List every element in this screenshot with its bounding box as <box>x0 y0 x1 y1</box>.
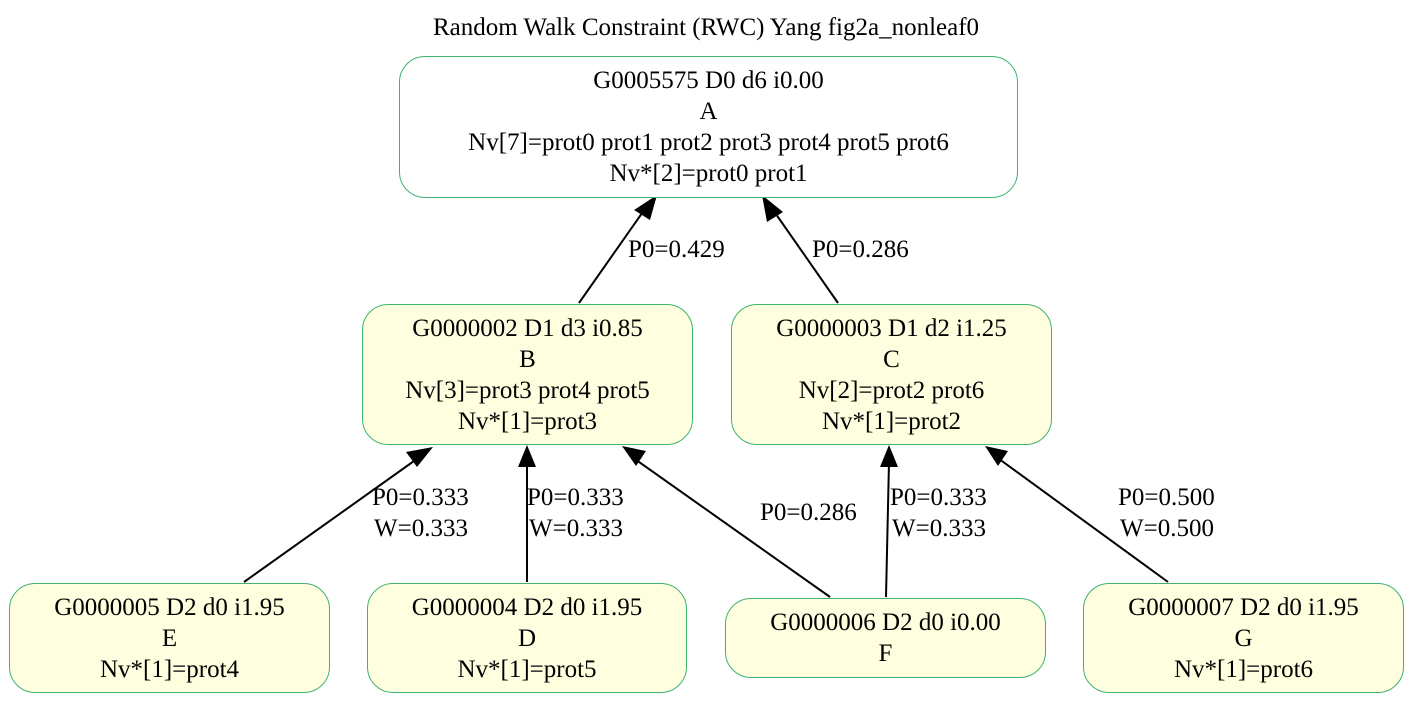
node-e-label: E <box>161 624 178 652</box>
arrowhead-f-to-c <box>880 445 898 467</box>
edge-g-c-p0-label: P0=0.500 <box>1118 484 1215 511</box>
node-c-id: G0000003 D1 d2 i1.25 <box>776 314 1007 342</box>
node-f[interactable]: G0000006 D2 d0 i0.00 F <box>725 598 1046 678</box>
edge-f-c-w-label: W=0.333 <box>892 515 986 542</box>
diagram-title: Random Walk Constraint (RWC) Yang fig2a_… <box>432 14 980 41</box>
node-d[interactable]: G0000004 D2 d0 i1.95 D Nv*[1]=prot5 <box>367 583 687 693</box>
edge-e-b-p0-label: P0=0.333 <box>372 484 469 511</box>
node-c[interactable]: G0000003 D1 d2 i1.25 C Nv[2]=prot2 prot6… <box>731 304 1052 445</box>
arrowhead-e-to-b <box>406 447 433 467</box>
node-b-nv: Nv[3]=prot3 prot4 prot5 <box>405 376 650 404</box>
node-a-id: G0005575 D0 d6 i0.00 <box>593 67 824 94</box>
edge-e-b-w-label: W=0.333 <box>374 515 468 542</box>
edge-b-to-a <box>578 205 648 304</box>
node-g[interactable]: G0000007 D2 d0 i1.95 G Nv*[1]=prot6 <box>1083 583 1404 693</box>
arrowhead-b-to-a <box>634 195 657 220</box>
arrowhead-d-to-b <box>518 445 536 467</box>
edge-f-to-c <box>885 461 890 598</box>
node-f-label: F <box>878 640 893 667</box>
edge-b-a-p0-label: P0=0.429 <box>628 236 725 263</box>
node-a-nv-star: Nv*[2]=prot0 prot1 <box>609 160 808 187</box>
edge-f-c-p0-label: P0=0.333 <box>890 484 987 511</box>
edge-g-c-w-label: W=0.500 <box>1120 515 1214 542</box>
node-e[interactable]: G0000005 D2 d0 i1.95 E Nv*[1]=prot4 <box>9 583 330 693</box>
node-d-id: G0000004 D2 d0 i1.95 <box>411 593 643 621</box>
node-c-nv-star: Nv*[1]=prot2 <box>821 407 962 435</box>
edge-g-to-c <box>994 455 1169 583</box>
arrowhead-g-to-c <box>985 446 1008 466</box>
node-b-id: G0000002 D1 d3 i0.85 <box>412 314 643 342</box>
node-b-nv-star: Nv*[1]=prot3 <box>457 407 598 435</box>
node-d-label: D <box>517 624 537 652</box>
arrowhead-f-to-b <box>622 446 646 466</box>
node-e-nv-star: Nv*[1]=prot4 <box>99 655 240 683</box>
node-a-label: A <box>699 98 718 125</box>
node-f-id: G0000006 D2 d0 i0.00 <box>770 609 1001 636</box>
node-b-label: B <box>519 345 536 373</box>
edge-e-to-b <box>243 455 422 583</box>
node-g-nv-star: Nv*[1]=prot6 <box>1173 655 1314 683</box>
node-g-label: G <box>1234 624 1253 652</box>
node-c-label: C <box>883 345 900 373</box>
edge-c-to-a <box>770 206 839 304</box>
node-a-nv: Nv[7]=prot0 prot1 prot2 prot3 prot4 prot… <box>468 129 949 156</box>
edge-d-b-w-label: W=0.333 <box>529 515 623 542</box>
arrowhead-c-to-a <box>762 195 783 222</box>
node-c-nv: Nv[2]=prot2 prot6 <box>798 376 985 404</box>
node-b[interactable]: G0000002 D1 d3 i0.85 B Nv[3]=prot3 prot4… <box>362 304 693 445</box>
edge-c-a-p0-label: P0=0.286 <box>812 236 909 263</box>
node-d-nv-star: Nv*[1]=prot5 <box>457 655 597 683</box>
node-a[interactable]: G0005575 D0 d6 i0.00 A Nv[7]=prot0 prot1… <box>399 56 1018 198</box>
edge-f-b-p0-label: P0=0.286 <box>760 499 857 526</box>
node-g-id: G0000007 D2 d0 i1.95 <box>1128 593 1359 621</box>
edge-f-to-b <box>631 456 831 598</box>
node-e-id: G0000005 D2 d0 i1.95 <box>54 593 285 621</box>
edge-d-b-p0-label: P0=0.333 <box>527 484 624 511</box>
